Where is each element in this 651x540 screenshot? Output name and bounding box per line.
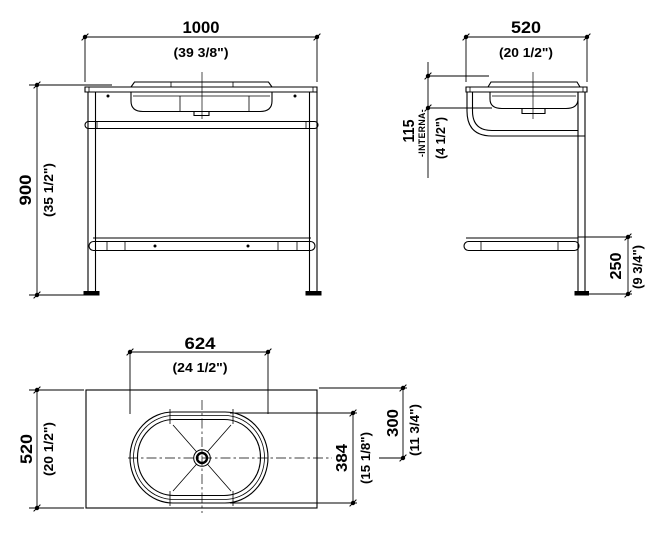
plan-center-offset-in-label: (11 3/4"): [408, 404, 422, 456]
front-left-foot: [83, 291, 100, 296]
front-height-mm-label: 900: [16, 175, 35, 206]
plan-depth-in-label: (20 1/2"): [41, 422, 56, 476]
side-internal-in-label: (4 1/2"): [434, 117, 448, 159]
side-frame: [463, 92, 589, 296]
side-depth-mm-label: 520: [511, 18, 541, 37]
plan-basin-length-dimension: 624 (24 1/2"): [126, 334, 272, 414]
plan-basin-width-in-label: (15 1/8"): [359, 432, 373, 484]
side-shelf: [463, 240, 580, 252]
front-basin: [106, 92, 297, 117]
plan-basin-width-mm-label: 384: [334, 444, 351, 472]
front-view: 1000 (39 3/8") 900 (35 1/2"): [16, 18, 322, 299]
front-width-dimension: 1000 (39 3/8"): [81, 18, 321, 82]
plan-center-offset-mm-label: 300: [385, 409, 402, 437]
front-right-screw: [293, 94, 297, 98]
plan-basin: [128, 400, 332, 513]
side-internal-mm-label: 115: [401, 119, 418, 142]
side-drain-stub: [521, 108, 546, 115]
side-depth-dimension: 520 (20 1/2"): [462, 18, 591, 82]
front-drain-stub: [193, 111, 210, 117]
front-width-in-label: (39 3/8"): [174, 45, 229, 60]
front-height-dimension: 900 (35 1/2"): [16, 81, 112, 299]
front-right-foot: [305, 291, 322, 296]
plan-basin-width-dimension: 384 (15 1/8"): [230, 409, 373, 507]
front-frame: [83, 92, 322, 296]
plan-countertop: [85, 389, 318, 509]
plan-depth-mm-label: 520: [17, 434, 36, 464]
side-view: 520 (20 1/2") 115 -INTERNA- (4 1/2") 250…: [401, 18, 645, 298]
side-shelf-dimension: 250 (9 3/4"): [578, 233, 645, 298]
side-foot: [574, 291, 589, 296]
plan-basin-length-mm-label: 624: [185, 334, 217, 353]
side-internal-dimension: 115 -INTERNA- (4 1/2"): [401, 62, 492, 178]
front-left-screw: [106, 94, 110, 98]
plan-basin-slope-lines: [172, 424, 232, 492]
side-depth-in-label: (20 1/2"): [499, 45, 553, 60]
side-counter: [465, 72, 588, 119]
plan-basin-length-in-label: (24 1/2"): [173, 360, 228, 375]
plan-tangent-ticks: [169, 409, 234, 506]
plan-depth-dimension: 520 (20 1/2"): [17, 386, 84, 512]
front-towel-rail: [84, 120, 319, 130]
plan-center-offset-dimension: 300 (11 3/4"): [319, 384, 422, 462]
plan-view: 624 (24 1/2") 520 (20 1/2") 384 (15 1/8"…: [17, 334, 422, 513]
front-shelf: [88, 240, 316, 252]
front-width-mm-label: 1000: [183, 18, 220, 37]
side-basin: [489, 92, 579, 115]
front-height-in-label: (35 1/2"): [41, 163, 56, 217]
side-internal-word-label: -INTERNA-: [417, 109, 427, 157]
side-shelf-mm-label: 250: [608, 252, 625, 279]
side-shelf-in-label: (9 3/4"): [631, 245, 645, 289]
